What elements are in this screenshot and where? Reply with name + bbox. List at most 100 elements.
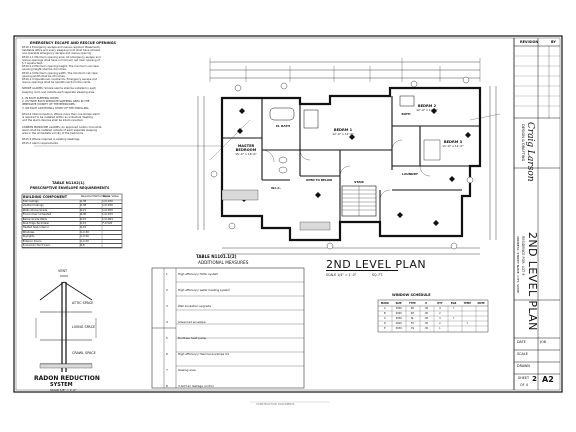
table-row: 1 High efficiency HVAC system	[164, 270, 304, 286]
note-line: R310.1.3 Minimum opening width. The mini…	[22, 71, 98, 75]
radon-crawl-label: CRAWL SPACE	[72, 351, 96, 355]
table-cell: SL	[410, 317, 414, 320]
note-line: one operable emergency escape and rescue…	[22, 52, 92, 56]
note-line: alarm shall be installed outside of each…	[22, 128, 98, 132]
table-cell: Walls Above Grade	[22, 208, 48, 212]
note-line: rescue openings shall be operational fro…	[22, 81, 92, 85]
window-schedule-title: WINDOW SCHEDULE	[392, 293, 431, 297]
table-cell: Windows	[22, 230, 35, 234]
table-cell: R-30	[80, 213, 87, 217]
table-cell	[102, 231, 122, 234]
table-cell: R-8	[80, 243, 85, 247]
room-bed2-dim: 12'-0" x 12'-0"	[416, 108, 438, 112]
note-line: R310.1.2 Minimum opening height. The min…	[22, 65, 99, 69]
table-cell: MARK	[380, 302, 389, 305]
room-wic: W.I.C.	[271, 186, 281, 190]
room-bed3-name: BEDRM 3	[443, 140, 463, 144]
table-cell: E	[384, 327, 386, 330]
table-cell: 3050	[395, 307, 402, 310]
table-measures-title: TABLE N1101.1(2)	[196, 254, 237, 259]
table-envelope-col-value: Equiv. Value	[103, 195, 119, 198]
table-cell: Forced Air Duct Insul.	[22, 243, 51, 247]
table-cell: U-0.30	[80, 230, 89, 234]
plan-title-underline	[326, 270, 398, 271]
note-line: opening height shall be 24 inches.	[22, 68, 67, 72]
table-cell: U-0.059	[102, 208, 113, 212]
note-line: IMMEDIATE VICINITY OF THE BEDROOMS.	[22, 103, 76, 107]
note-line: R310.1 Emergency escape and rescue requi…	[22, 46, 101, 49]
note-line: sleeping room and outside each separate …	[22, 90, 96, 94]
table-cell: 2040	[395, 312, 402, 315]
room-master-bath: M. BATH	[275, 124, 291, 128]
table-cell: High efficiency water heating system	[178, 288, 231, 292]
title-job-label: JOB	[540, 340, 546, 344]
note-line: 3. ON EACH ADDITIONAL STORY OF THE DWELL…	[22, 106, 90, 110]
title-by-label: BY	[551, 40, 556, 44]
note-line: R315.2 Where required in existing dwelli…	[22, 138, 81, 142]
radon-title-2: SYSTEM	[50, 382, 73, 388]
room-bedroom-3: BEDRM 3 11'-0" x 11'-0"	[438, 140, 468, 148]
table-cell: .30	[424, 312, 429, 315]
table-cell: Y	[466, 322, 469, 325]
note-line: habitable attics and every sleeping room…	[22, 49, 100, 53]
table-cell: High efficiency HVAC system	[178, 272, 219, 276]
room-bedroom-1: BEDRM 1 12'-0" x 11'-0"	[328, 128, 358, 136]
table-cell: Advanced envelope	[178, 320, 206, 324]
room-master-bedroom: MASTER BEDROOM 15'-0" x 16'-0"	[230, 144, 262, 156]
table-row: Forced Air Duct Insul. R-8	[22, 243, 122, 249]
table-cell: Exterior Doors	[22, 239, 42, 243]
table-cell: .30	[424, 317, 429, 320]
table-cell: 2020	[395, 322, 402, 325]
radon-attic-label: ATTIC SPACE	[72, 301, 94, 305]
table-cell: TEMP	[463, 302, 472, 305]
table-cell: Heated Slab Interior	[22, 226, 49, 230]
table-cell: B	[384, 312, 386, 315]
table-cell: R-38	[80, 200, 87, 203]
table-cell: 1	[166, 272, 168, 276]
table-cell: Below Grade Walls	[22, 217, 47, 221]
table-cell: 3	[439, 317, 441, 320]
note-line: is required to be installed within an in…	[22, 116, 93, 120]
table-measures-grid	[151, 267, 305, 389]
room-master-name: MASTER	[237, 144, 255, 148]
room-bath: BATH	[401, 112, 411, 116]
table-cell: 3	[166, 304, 168, 308]
table-cell: 8	[166, 384, 168, 388]
title-sheet-of: OF 4	[520, 383, 528, 387]
title-vertical-plan: 2ND LEVEL PLAN	[526, 232, 539, 331]
company-name: Craig Larson	[525, 122, 535, 182]
table-cell: .30	[424, 322, 429, 325]
window-schedule-grid	[377, 299, 489, 333]
note-line: R315.3 Alarm requirements.	[22, 141, 59, 145]
title-sheet-id: A2	[542, 375, 554, 384]
company-subtitle: DESIGN & DRAFTING	[521, 124, 525, 162]
plan-area: SQ. FT.	[372, 273, 383, 277]
room-stair: STAIR	[354, 180, 364, 184]
table-cell: U-0.030	[102, 200, 113, 203]
table-cell: QTY	[437, 302, 443, 305]
radon-title: RADON REDUCTION	[34, 375, 100, 382]
table-cell: U	[425, 302, 428, 305]
room-open-to-below: OPEN TO BELOW	[305, 178, 333, 182]
table-cell: 4050	[395, 317, 402, 320]
table-cell	[102, 226, 122, 229]
project-address: ADDRESS: STREET NAME, CITY, STATE	[516, 236, 520, 294]
note-line: 1. IN EACH SLEEPING ROOM.	[22, 97, 60, 100]
table-cell: R-15	[80, 217, 87, 221]
title-drawn-label: DRAWN	[517, 364, 530, 368]
